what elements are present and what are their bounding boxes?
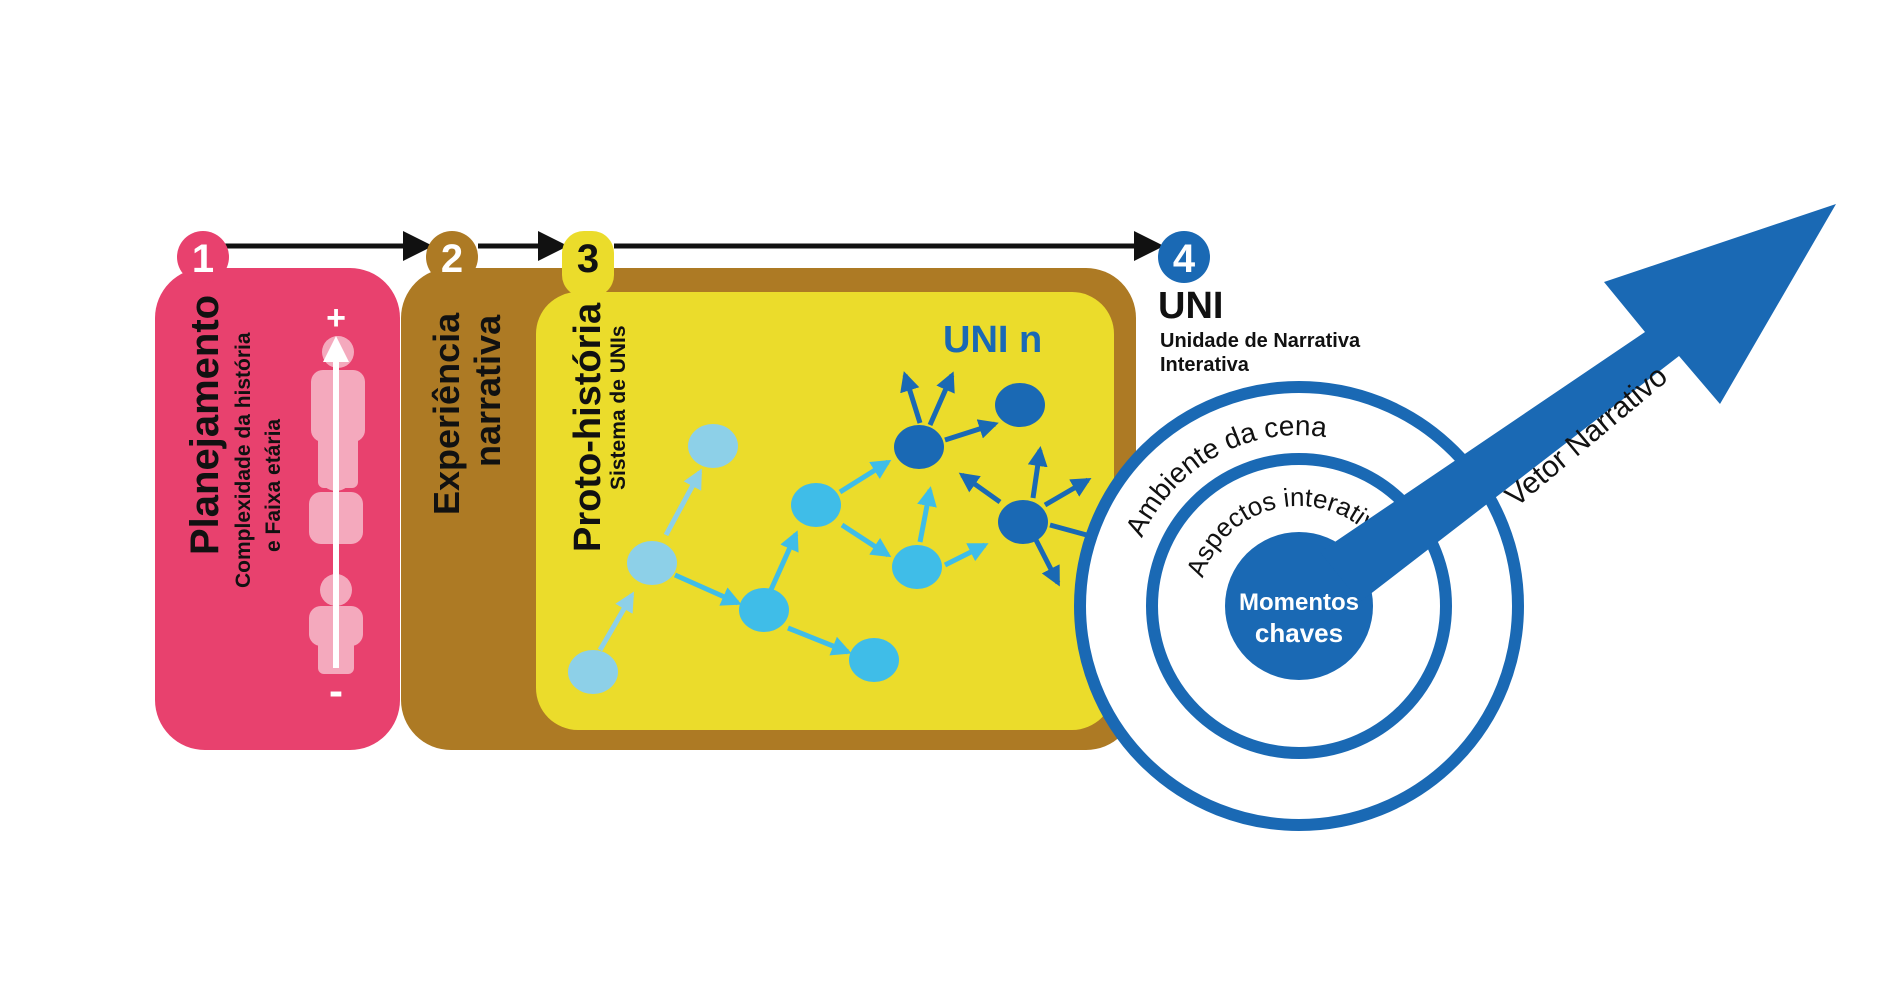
edge <box>663 468 703 537</box>
uni-target: Ambiente da cena Aspectos interativos Mo… <box>1074 381 1524 831</box>
node <box>568 650 618 694</box>
node <box>998 500 1048 544</box>
step-3-number: 3 <box>577 237 599 281</box>
proto-historia-panel: 3 Proto-história Sistema de UNIs UNI n <box>536 231 1114 730</box>
step-1-number: 1 <box>192 237 214 281</box>
uni-n-label: UNI n <box>943 319 1042 361</box>
edge <box>1027 446 1048 499</box>
node <box>688 424 738 468</box>
node <box>894 425 944 469</box>
edge <box>673 572 742 606</box>
node <box>995 383 1045 427</box>
momentos-line-2: chaves <box>1255 618 1343 648</box>
uni-header: 4 UNI Unidade de Narrativa Interativa <box>1158 231 1361 376</box>
node <box>791 483 841 527</box>
edge <box>597 591 635 652</box>
planejamento-subtitle-2: e Faixa etária <box>262 419 285 552</box>
vector-arrow <box>1320 204 1836 602</box>
node <box>849 638 899 682</box>
node <box>892 545 942 589</box>
edge <box>900 371 923 424</box>
experiencia-line-1: Experiência <box>426 312 467 515</box>
step-2-number: 2 <box>441 237 463 281</box>
uni-subtitle-1: Unidade de Narrativa <box>1160 330 1361 352</box>
plus-sign: + <box>326 299 346 337</box>
step-4-badge <box>1158 231 1210 283</box>
uni-subtitle-2: Interativa <box>1160 354 1250 376</box>
planejamento-title: Planejamento <box>183 295 227 555</box>
edge <box>838 459 892 495</box>
minus-sign: - <box>329 667 343 714</box>
edge <box>943 542 989 568</box>
edge <box>944 419 999 443</box>
edge <box>787 625 852 656</box>
uni-network <box>568 371 1109 694</box>
complexity-arrow-head <box>323 336 349 362</box>
planejamento-panel: 1 Planejamento Complexidade da história … <box>155 231 400 750</box>
edge <box>1032 536 1061 587</box>
edge <box>917 486 937 543</box>
step-3-badge <box>562 231 614 297</box>
proto-historia-subtitle: Sistema de UNIs <box>607 325 630 490</box>
edge <box>767 530 799 594</box>
vetor-narrativo: Vetor Narrativo <box>1320 204 1836 602</box>
node <box>627 541 677 585</box>
step-2-badge <box>426 231 478 283</box>
edge <box>958 472 1002 505</box>
experiencia-line-2: narrativa <box>467 314 508 467</box>
node <box>739 588 789 632</box>
momentos-line-1: Momentos <box>1239 589 1359 616</box>
edge <box>1043 477 1092 508</box>
step-4-number: 4 <box>1173 237 1196 281</box>
edge <box>927 371 955 427</box>
edge <box>840 522 892 558</box>
planejamento-subtitle-1: Complexidade da história <box>232 332 255 588</box>
step-1-badge <box>177 231 229 283</box>
proto-historia-title: Proto-história <box>567 302 609 552</box>
uni-title: UNI <box>1158 285 1223 327</box>
